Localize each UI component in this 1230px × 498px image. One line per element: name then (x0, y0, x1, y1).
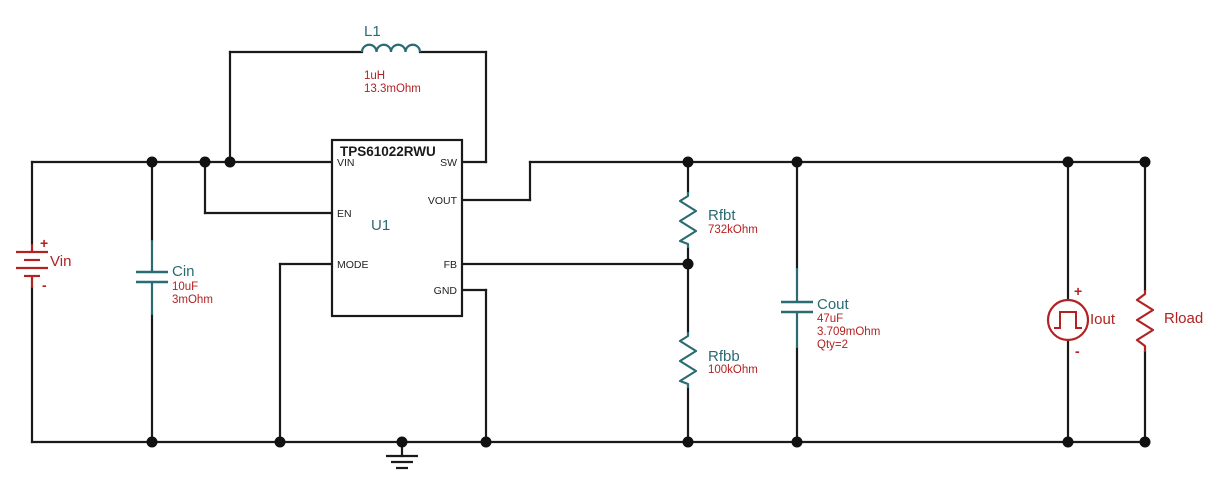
rload-ref: Rload (1164, 310, 1203, 327)
cout-qty: Qty=2 (817, 339, 848, 351)
rfbt-ref: Rfbt (708, 207, 736, 224)
vin-ref: Vin (50, 253, 71, 270)
rfbt-value: 732kOhm (708, 224, 758, 236)
junction-dot (146, 436, 158, 448)
junction-dot (682, 436, 694, 448)
current-source-iout[interactable]: + - Iout (1046, 283, 1116, 359)
cin-value: 10uF (172, 281, 198, 293)
junction-dot (682, 156, 694, 168)
resistor-rfbt[interactable]: Rfbt 732kOhm (678, 192, 758, 248)
pin-en: EN (337, 208, 352, 220)
junction-dot (1062, 436, 1074, 448)
junction-dot (224, 156, 236, 168)
pin-sw: SW (440, 157, 457, 169)
pin-mode: MODE (337, 259, 369, 271)
vin-plus: + (40, 235, 48, 251)
cout-ref: Cout (817, 296, 850, 313)
pin-fb: FB (444, 259, 457, 271)
capacitor-cout[interactable]: Cout 47uF 3.709mOhm Qty=2 (781, 268, 880, 351)
ground-icon (386, 454, 418, 470)
ic-ref: U1 (371, 217, 390, 234)
cout-esr: 3.709mOhm (817, 326, 880, 338)
junction-dot (791, 436, 803, 448)
inductor-coil-icon (360, 43, 422, 53)
vin-minus: - (42, 277, 47, 293)
battery-icon (16, 244, 48, 288)
pin-vout: VOUT (428, 195, 458, 207)
pin-vin: VIN (337, 157, 355, 169)
junction-dot (146, 156, 158, 168)
resistor-rload[interactable]: Rload (1135, 290, 1203, 352)
junction-dot (1139, 156, 1151, 168)
junction-dot (199, 156, 211, 168)
cin-esr: 3mOhm (172, 294, 213, 306)
ic-body (330, 138, 464, 318)
resistor-icon (1135, 290, 1155, 352)
inductor-ref: L1 (364, 23, 381, 40)
capacitor-icon (136, 240, 168, 315)
iout-minus: - (1075, 343, 1080, 359)
junction-dot (1139, 436, 1151, 448)
ic-u1[interactable]: TPS61022RWU U1 VIN EN MODE SW VOUT FB GN… (330, 138, 464, 318)
junction-dot (682, 258, 694, 270)
ic-part-number: TPS61022RWU (340, 144, 436, 159)
resistor-rfbb[interactable]: Rfbb 100kOhm (678, 332, 758, 388)
iout-plus: + (1074, 283, 1082, 299)
resistor-icon (678, 192, 698, 248)
current-source-icon (1046, 298, 1090, 342)
cin-ref: Cin (172, 263, 195, 280)
junction-dot (791, 156, 803, 168)
pulse-waveform-icon (1054, 311, 1082, 329)
capacitor-cin[interactable]: Cin 10uF 3mOhm (136, 240, 213, 315)
junction-dots (146, 156, 1151, 448)
cout-value: 47uF (817, 313, 843, 325)
capacitor-icon (781, 268, 813, 348)
rfbb-ref: Rfbb (708, 348, 740, 365)
junction-dot (274, 436, 286, 448)
inductor-value: 1uH (364, 70, 385, 82)
resistor-icon (678, 332, 698, 388)
wires (30, 50, 1147, 458)
rfbb-value: 100kOhm (708, 364, 758, 376)
inductor-esr: 13.3mOhm (364, 83, 421, 95)
vin-source[interactable]: + - Vin (16, 235, 71, 293)
junction-dot (1062, 156, 1074, 168)
junction-dot (396, 436, 408, 448)
inductor-l1[interactable]: L1 1uH 13.3mOhm (360, 23, 422, 95)
junction-dot (480, 436, 492, 448)
iout-ref: Iout (1090, 311, 1116, 328)
pin-gnd: GND (434, 285, 458, 297)
